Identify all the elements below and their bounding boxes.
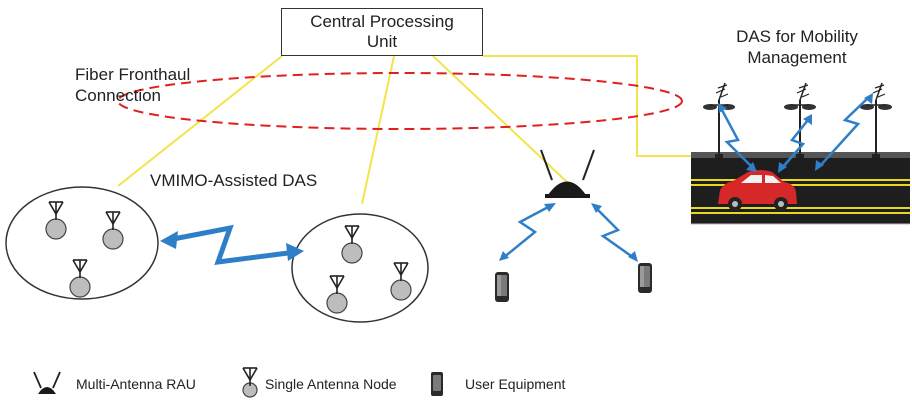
user-equipment [495,272,509,302]
single-antenna-node [390,262,412,301]
single-antenna-node [102,211,124,250]
legend-label: Multi-Antenna RAU [76,376,196,392]
multi-antenna-rau [540,149,595,198]
lamp-antenna [859,82,893,159]
das-label-line2: Management [747,48,847,67]
das-link-2 [781,119,809,169]
single-antenna-node [341,225,363,264]
rau-ue-link-right [594,206,635,260]
fiber-label-line2: Connection [75,86,162,105]
cpu-label-line2: Unit [366,32,398,51]
das-label-line1: DAS for Mobility [736,27,858,46]
legend-single-antenna-node: Single Antenna Node [259,372,397,396]
single-antenna-node [45,201,67,240]
central-processing-unit: Central Processing Unit [281,8,483,56]
multi-antenna-rau-icon [33,371,61,394]
das-cluster-left [5,186,159,300]
fiber-line-rau [432,55,568,183]
das-mobility-label: DAS for Mobility Management [712,26,882,68]
das-cluster-right [291,213,429,323]
cpu-label-line1: Central Processing [310,12,454,31]
legend-user-equipment: User Equipment [459,372,565,396]
fiber-fronthaul-label: Fiber Fronthaul Connection [75,64,190,106]
fiber-dashed-ellipse [117,72,683,130]
das-link-3 [819,97,869,167]
legend-label: User Equipment [465,376,566,392]
single-antenna-node-icon [242,367,258,398]
rau-ue-link-left [502,203,553,259]
fiber-line-vmimo-right [361,55,395,205]
car-icon [718,170,797,211]
vmimo-link [160,224,304,265]
single-antenna-node [69,259,91,298]
vmimo-assisted-das-label: VMIMO-Assisted DAS [150,171,318,190]
user-equipment-icon [431,372,443,396]
legend-multi-antenna-rau: Multi-Antenna RAU [70,372,196,396]
user-equipment [638,263,652,293]
legend-label: Single Antenna Node [265,376,397,392]
fiber-label-line1: Fiber Fronthaul [75,65,191,84]
single-antenna-node [326,275,348,314]
das-link-1 [720,109,754,169]
